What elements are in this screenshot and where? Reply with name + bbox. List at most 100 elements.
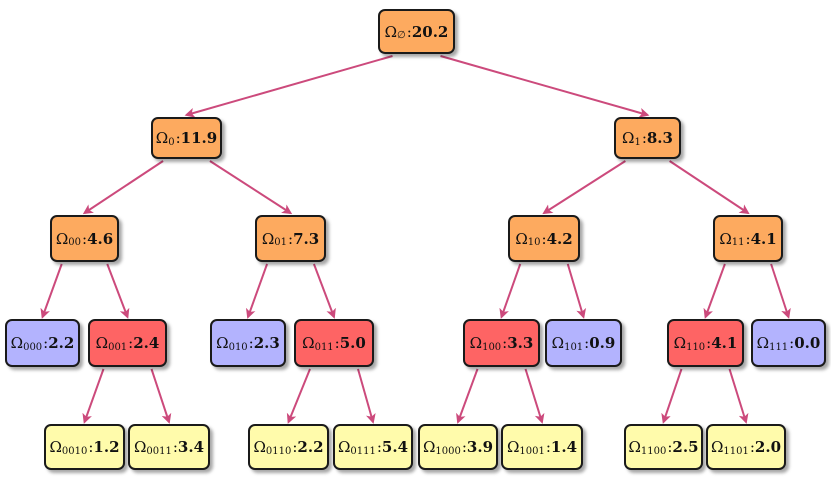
edge-11-to-110 [703, 263, 726, 319]
node-symbol: Ω [551, 334, 565, 352]
edge-100-to-1001 [524, 368, 545, 424]
node-subscript: 0011 [146, 445, 172, 457]
node-separator: : [502, 334, 508, 352]
node-symbol: Ω [384, 22, 398, 41]
node-symbol: Ω [133, 438, 147, 456]
node-subscript: 001 [108, 341, 128, 353]
node-value: 7.3 [293, 229, 320, 248]
node-separator: : [175, 129, 181, 147]
node-subscript: 10 [527, 237, 541, 248]
node-separator: : [82, 229, 88, 248]
edge-10-to-100 [499, 263, 522, 319]
node-subscript: 1000 [435, 445, 461, 457]
node-symbol: Ω [49, 438, 62, 456]
node-separator: : [334, 334, 340, 352]
node-separator: : [541, 229, 547, 248]
node-subscript: 101 [564, 341, 584, 353]
node-value: 4.2 [546, 229, 573, 248]
node-symbol: Ω [337, 438, 351, 456]
edge-0-to-01 [209, 160, 293, 215]
node-separator: : [376, 438, 382, 456]
node-separator: : [749, 438, 755, 456]
edge-001-to-0011 [150, 368, 172, 424]
node-subscript: 0110 [265, 445, 292, 457]
node-separator: : [545, 438, 551, 456]
node-value: 4.1 [711, 334, 738, 352]
node-symbol: Ω [302, 334, 315, 352]
node-separator: : [706, 334, 712, 352]
node-subscript: 110 [686, 341, 706, 353]
node-value: 3.4 [177, 438, 205, 456]
node-symbol: Ω [622, 129, 635, 147]
edge-011-to-0110 [286, 368, 311, 424]
node-value: 2.2 [297, 438, 324, 456]
node-symbol: Ω [95, 334, 109, 352]
node-symbol: Ω [261, 229, 275, 248]
node-value: 2.0 [754, 438, 782, 456]
edge-root-to-1 [440, 55, 650, 118]
edge-00-to-000 [40, 263, 63, 319]
edge-11-to-111 [770, 263, 791, 319]
node-separator: : [745, 229, 751, 248]
node-symbol: Ω [673, 334, 687, 352]
node-subscript: 1001 [519, 445, 545, 457]
edge-0-to-00 [82, 160, 164, 215]
node-symbol: Ω [155, 129, 169, 147]
node-subscript: 111 [769, 341, 789, 353]
node-subscript: 01 [274, 237, 287, 248]
node-value: 2.2 [48, 334, 75, 352]
node-value: 4.6 [87, 229, 114, 248]
tree-node-root: Ω∅:20.2 [378, 9, 455, 54]
node-value: 4.1 [750, 229, 777, 248]
node-subscript: 1101 [723, 445, 749, 457]
node-separator: : [584, 334, 590, 352]
edge-01-to-010 [246, 263, 269, 319]
edge-01-to-011 [312, 263, 336, 319]
node-separator: : [461, 438, 467, 456]
node-value: 2.4 [133, 334, 160, 352]
node-value: 20.2 [411, 22, 449, 41]
node-subscript: 011 [314, 341, 334, 353]
edge-00-to-001 [106, 263, 130, 319]
node-separator: : [88, 438, 94, 456]
node-symbol: Ω [710, 438, 724, 456]
node-value: 11.9 [180, 129, 218, 147]
node-separator: : [667, 438, 673, 456]
node-subscript: 00 [68, 237, 81, 248]
node-separator: : [128, 334, 134, 352]
edge-110-to-1100 [661, 368, 683, 424]
node-separator: : [641, 129, 647, 147]
node-subscript: 0010 [61, 445, 88, 457]
node-value: 1.4 [550, 438, 578, 456]
node-separator: : [43, 334, 49, 352]
node-symbol: Ω [55, 229, 69, 248]
node-subscript: 0111 [350, 445, 376, 457]
node-subscript: 010 [228, 341, 248, 353]
node-value: 5.4 [381, 438, 409, 456]
node-subscript: 1 [634, 136, 641, 148]
node-symbol: Ω [216, 334, 229, 352]
node-symbol: Ω [422, 438, 436, 456]
node-value: 3.9 [466, 438, 494, 456]
edge-1-to-11 [669, 160, 750, 215]
node-symbol: Ω [515, 229, 528, 248]
node-symbol: Ω [10, 334, 24, 352]
edge-110-to-1101 [728, 368, 749, 424]
edge-10-to-101 [566, 263, 587, 319]
node-value: 5.0 [339, 334, 366, 352]
